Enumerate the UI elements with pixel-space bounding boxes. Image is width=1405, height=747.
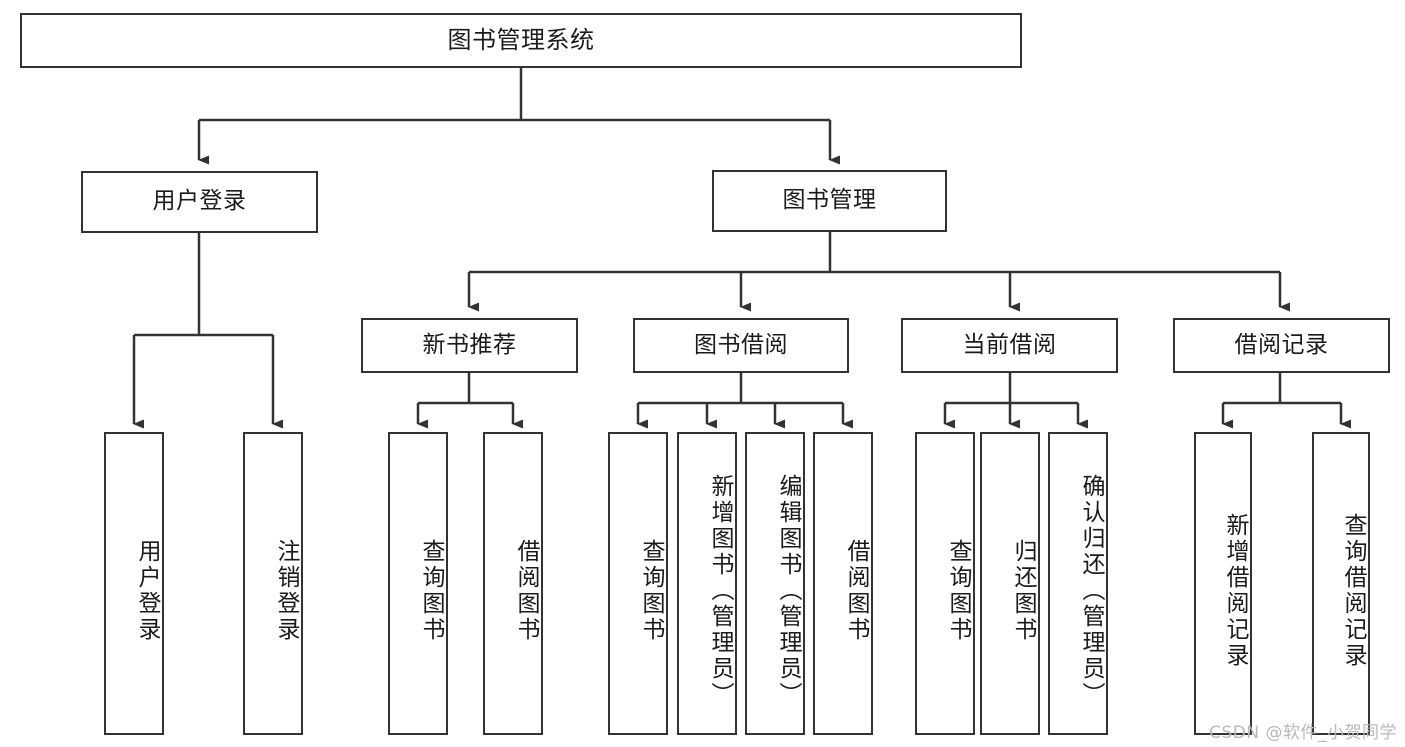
node-label: 借阅记录 [1234,331,1329,358]
node-label: 图书借阅 [694,331,788,358]
node-label: 图书管理系统 [447,26,595,55]
node-label: 编辑图书（管理员） [775,473,801,708]
node-label: 查询图书 [945,538,971,643]
node-label: 当前借阅 [962,331,1057,358]
node-label: 查询借阅记录 [1340,512,1366,669]
node-label: 借阅图书 [843,538,869,643]
node-label: 借阅图书 [513,538,539,643]
node-label: 注销登录 [273,538,299,643]
node-label: 查询图书 [638,538,664,643]
node-user-login[interactable]: 用户登录 [81,171,318,233]
leaf-query-book-current[interactable]: 查询图书 [915,432,975,735]
leaf-add-borrow-record[interactable]: 新增借阅记录 [1194,432,1252,735]
watermark-text: CSDN @软件_小贺同学 [1209,723,1397,743]
leaf-borrow-book[interactable]: 借阅图书 [813,432,873,735]
node-borrow-record[interactable]: 借阅记录 [1173,318,1390,373]
node-label: 归还图书 [1010,538,1036,643]
node-label: 确认归还（管理员） [1078,473,1104,708]
node-root-system[interactable]: 图书管理系统 [20,13,1022,68]
leaf-confirm-return-admin[interactable]: 确认归还（管理员） [1048,432,1108,735]
node-current-borrow[interactable]: 当前借阅 [901,318,1118,373]
leaf-query-book-rec[interactable]: 查询图书 [388,432,448,735]
leaf-query-borrow-record[interactable]: 查询借阅记录 [1312,432,1370,735]
node-label: 新增借阅记录 [1222,512,1248,669]
node-book-borrow[interactable]: 图书借阅 [633,318,849,373]
node-label: 图书管理 [782,187,877,214]
node-label: 新书推荐 [422,331,517,358]
node-label: 查询图书 [418,538,444,643]
leaf-add-book-admin[interactable]: 新增图书（管理员） [677,432,737,735]
leaf-borrow-book-rec[interactable]: 借阅图书 [483,432,543,735]
node-book-management[interactable]: 图书管理 [712,170,947,232]
node-label: 用户登录 [152,188,247,215]
leaf-logout[interactable]: 注销登录 [243,432,303,735]
leaf-edit-book-admin[interactable]: 编辑图书（管理员） [745,432,805,735]
leaf-return-book[interactable]: 归还图书 [980,432,1040,735]
node-label: 用户登录 [134,538,160,643]
node-label: 新增图书（管理员） [707,473,733,708]
leaf-user-login[interactable]: 用户登录 [104,432,164,735]
leaf-query-book-borrow[interactable]: 查询图书 [608,432,668,735]
node-new-book-recommend[interactable]: 新书推荐 [361,318,578,373]
